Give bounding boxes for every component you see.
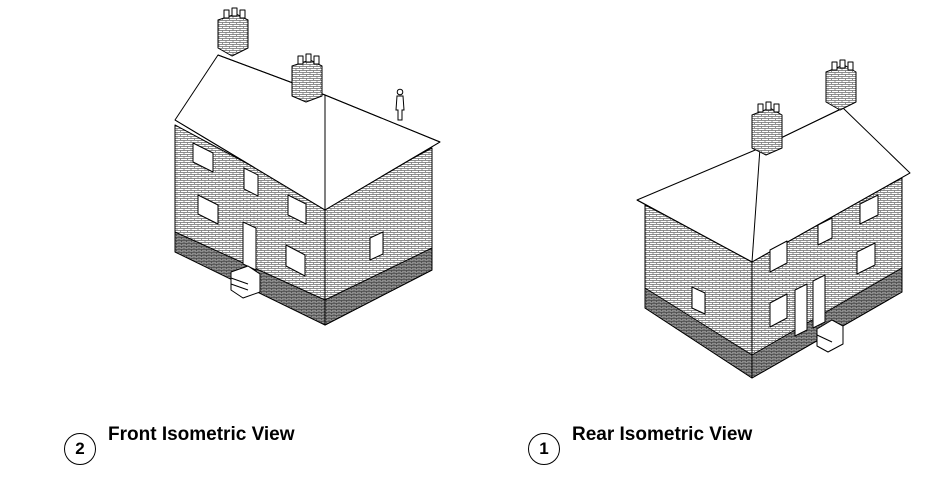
house-front-drawing xyxy=(174,7,441,326)
view-number-badge: 1 xyxy=(528,433,560,465)
human-figure-icon xyxy=(395,88,405,121)
house-rear-drawing xyxy=(636,59,911,379)
rear-view-label: 1 Rear Isometric View xyxy=(528,425,752,465)
front-view-label: 2 Front Isometric View xyxy=(64,425,295,465)
view-number-badge: 2 xyxy=(64,433,96,465)
view-title: Front Isometric View xyxy=(108,424,295,445)
view-title: Rear Isometric View xyxy=(572,424,753,445)
